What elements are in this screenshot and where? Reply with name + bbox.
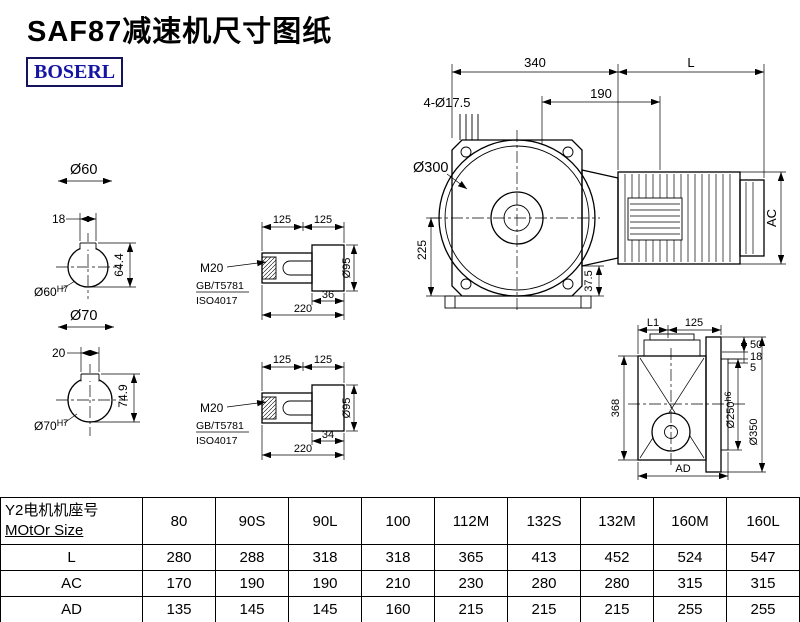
cell: 288 [215, 544, 289, 571]
bore-tol-70-label: Ø70H7 [34, 418, 68, 433]
dim-dia70-label: Ø70 [70, 308, 97, 324]
frame-col-header: 160L [726, 497, 800, 545]
frame-col-header: 160M [653, 497, 727, 545]
cell: 215 [580, 596, 654, 622]
table-row-AC: AC 170 190 190 210 230 280 280 315 315 [0, 570, 800, 597]
frame-col-header: 100 [361, 497, 435, 545]
cell: 315 [726, 570, 800, 597]
frame-col-header: 132M [580, 497, 654, 545]
dim-dia350-label: Ø350 [748, 419, 760, 446]
dim-220b-label: 220 [294, 443, 312, 455]
cell: 210 [361, 570, 435, 597]
dim-125e-label: 125 [685, 317, 703, 329]
page-title: SAF87减速机尺寸图纸 [27, 16, 333, 48]
dim-dia95b-label: Ø95 [341, 398, 353, 419]
cell: 365 [434, 544, 508, 571]
shaft-end-view-60: Ø60 18 64.4 Ø60H7 [34, 162, 136, 299]
dim-AC-label: AC [764, 209, 779, 227]
std-iso-a-label: ISO4017 [196, 295, 238, 307]
cell: 170 [142, 570, 216, 597]
cell: 413 [507, 544, 581, 571]
reducer-side-view: L1 125 50 18 5 368 Ø250h6 [610, 317, 766, 480]
dim-749-label: 74.9 [116, 384, 130, 408]
dim-375-label: 37.5 [583, 270, 595, 291]
bore-tol-60-label: Ø60H7 [34, 284, 68, 299]
cell: 280 [142, 544, 216, 571]
dim-368-label: 368 [610, 399, 622, 417]
cell: 524 [653, 544, 727, 571]
row-label: AC [0, 570, 143, 597]
dim-50-label: 50 [750, 339, 762, 351]
cell: 215 [507, 596, 581, 622]
dim-holes-label: 4-Ø17.5 [424, 95, 471, 110]
table-header-en: MOtOr Size [5, 522, 84, 539]
cell: 190 [215, 570, 289, 597]
cell: 190 [288, 570, 362, 597]
cell: 280 [580, 570, 654, 597]
std-gb-b-label: GB/T5781 [196, 420, 244, 432]
dim-644-label: 64.4 [112, 253, 126, 277]
cell: 145 [215, 596, 289, 622]
dim-34-label: 34 [322, 429, 334, 441]
cell: 318 [361, 544, 435, 571]
dim-125c-label: 125 [273, 354, 291, 366]
cell: 318 [288, 544, 362, 571]
dim-key20-label: 20 [52, 346, 66, 360]
dim-220a-label: 220 [294, 303, 312, 315]
reducer-front-view: 4-Ø17.5 [413, 55, 786, 312]
brand-logo: BOSERL [26, 57, 124, 87]
cell: 215 [434, 596, 508, 622]
dim-dia250-label: Ø250h6 [723, 392, 737, 429]
table-header-cn: Y2电机机座号 [5, 502, 99, 519]
cell: 160 [361, 596, 435, 622]
frame-col-header: 90S [215, 497, 289, 545]
dim-dia300-label: Ø300 [413, 160, 448, 176]
dim-125b-label: 125 [314, 214, 332, 226]
cell: 135 [142, 596, 216, 622]
dim-key18-label: 18 [52, 212, 66, 226]
dim-L-label: L [687, 55, 694, 70]
table-row-L: L 280 288 318 318 365 413 452 524 547 [0, 544, 800, 571]
thread-m20a-label: M20 [200, 261, 224, 275]
dim-AD-label: AD [675, 463, 690, 475]
std-iso-b-label: ISO4017 [196, 435, 238, 447]
cell: 145 [288, 596, 362, 622]
table-header-motor-size: Y2电机机座号 MOtOr Size [0, 497, 143, 545]
dimension-table: Y2电机机座号 MOtOr Size 80 90S 90L 100 112M 1… [0, 497, 800, 622]
cell: 255 [653, 596, 727, 622]
technical-drawing: Ø60 18 64.4 Ø60H7 Ø70 [34, 55, 786, 480]
cell: 547 [726, 544, 800, 571]
output-shaft-upper: 125 125 36 220 Ø95 M20 GB/T5781 ISO4017 [196, 214, 358, 320]
dim-36-label: 36 [322, 289, 334, 301]
dim-125a-label: 125 [273, 214, 291, 226]
cell: 255 [726, 596, 800, 622]
cell: 230 [434, 570, 508, 597]
dim-190-label: 190 [590, 86, 612, 101]
cell: 315 [653, 570, 727, 597]
frame-col-header: 132S [507, 497, 581, 545]
table-row-AD: AD 135 145 145 160 215 215 215 255 255 [0, 596, 800, 622]
dim-L1-label: L1 [647, 317, 659, 329]
cell: 452 [580, 544, 654, 571]
dim-dia60-label: Ø60 [70, 162, 97, 178]
shaft-end-view-70: Ø70 20 74.9 Ø70H7 [34, 308, 140, 436]
frame-col-header: 90L [288, 497, 362, 545]
frame-col-header: 112M [434, 497, 508, 545]
motor-stator-lines [630, 203, 680, 235]
dim-dia95a-label: Ø95 [341, 258, 353, 279]
output-shaft-lower: 125 125 34 220 Ø95 M20 GB/T5781 ISO4017 [196, 354, 358, 460]
dim-125d-label: 125 [314, 354, 332, 366]
dim-340-label: 340 [524, 55, 546, 70]
frame-col-header: 80 [142, 497, 216, 545]
row-label: L [0, 544, 143, 571]
dim-5-label: 5 [750, 362, 756, 374]
std-gb-a-label: GB/T5781 [196, 280, 244, 292]
dim-225-label: 225 [415, 240, 429, 260]
cell: 280 [507, 570, 581, 597]
row-label: AD [0, 596, 143, 622]
thread-m20b-label: M20 [200, 401, 224, 415]
